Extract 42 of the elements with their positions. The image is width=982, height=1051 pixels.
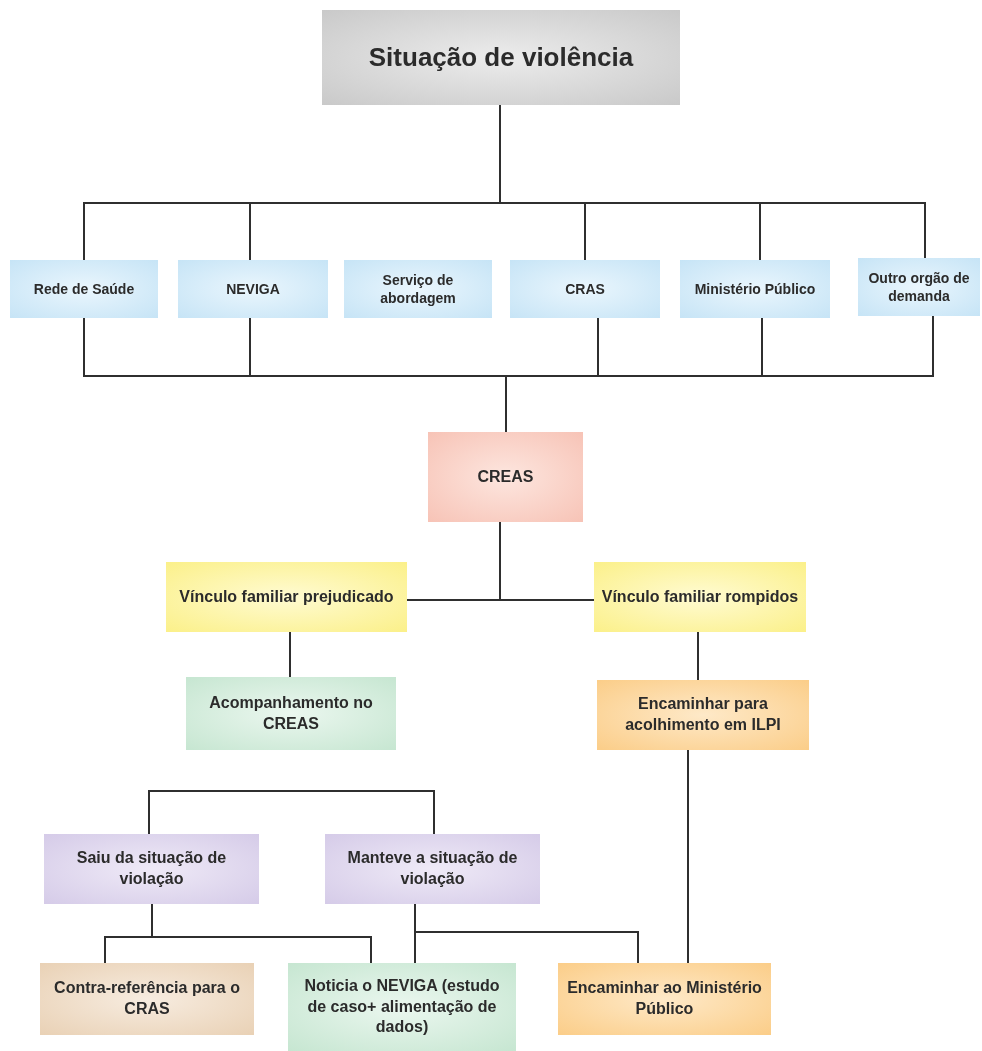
process-box (558, 963, 771, 1035)
box-label: CREAS (477, 466, 534, 487)
box-label: Rede de Saúde (33, 279, 135, 299)
process-box (597, 680, 809, 750)
process-box (344, 260, 492, 318)
connector-line (499, 521, 595, 601)
connector-line (687, 749, 689, 964)
box-label: NEVIGA (226, 279, 280, 299)
process-box (288, 963, 516, 1051)
box-label: Ministério Público (694, 279, 816, 299)
connector-line (290, 790, 435, 835)
process-box (428, 432, 583, 522)
connector-line (151, 903, 372, 964)
process-box (325, 834, 540, 904)
process-box (594, 562, 806, 632)
process-box (322, 10, 680, 105)
box-label: Contra-referência para o CRAS (53, 978, 241, 1019)
process-box (40, 963, 254, 1035)
box-label: CRAS (565, 279, 605, 299)
box-label: Acompanhamento no CREAS (208, 692, 374, 734)
process-box (178, 260, 328, 318)
box-label: Saiu da situação de violação (75, 848, 228, 889)
box-label: Noticia o NEVIGA (estudo de caso+ alimentação de dados) (303, 975, 501, 1038)
box-label: Encaminhar ao Ministério Público (566, 978, 763, 1019)
connector-line (148, 790, 292, 835)
box-label: Encaminhar para acolhimento em ILPI (624, 694, 782, 735)
process-box (680, 260, 830, 318)
box-label: Serviço de abordagem (379, 270, 457, 308)
box-label: Manteve a situação de violação (346, 848, 519, 889)
connector-line (414, 903, 639, 964)
process-box (10, 260, 158, 318)
box-label: Outro orgão de demanda (867, 268, 971, 306)
box-label: Vínculo familiar rompidos (601, 586, 799, 607)
box-label: Situação de violência (368, 40, 634, 74)
connector-line (697, 631, 699, 681)
process-box (186, 677, 396, 750)
process-box (858, 258, 980, 316)
box-label: Vínculo familiar prejudicado (179, 586, 394, 607)
process-box (44, 834, 259, 904)
connector-line (289, 631, 291, 678)
process-box (166, 562, 407, 632)
process-box (510, 260, 660, 318)
